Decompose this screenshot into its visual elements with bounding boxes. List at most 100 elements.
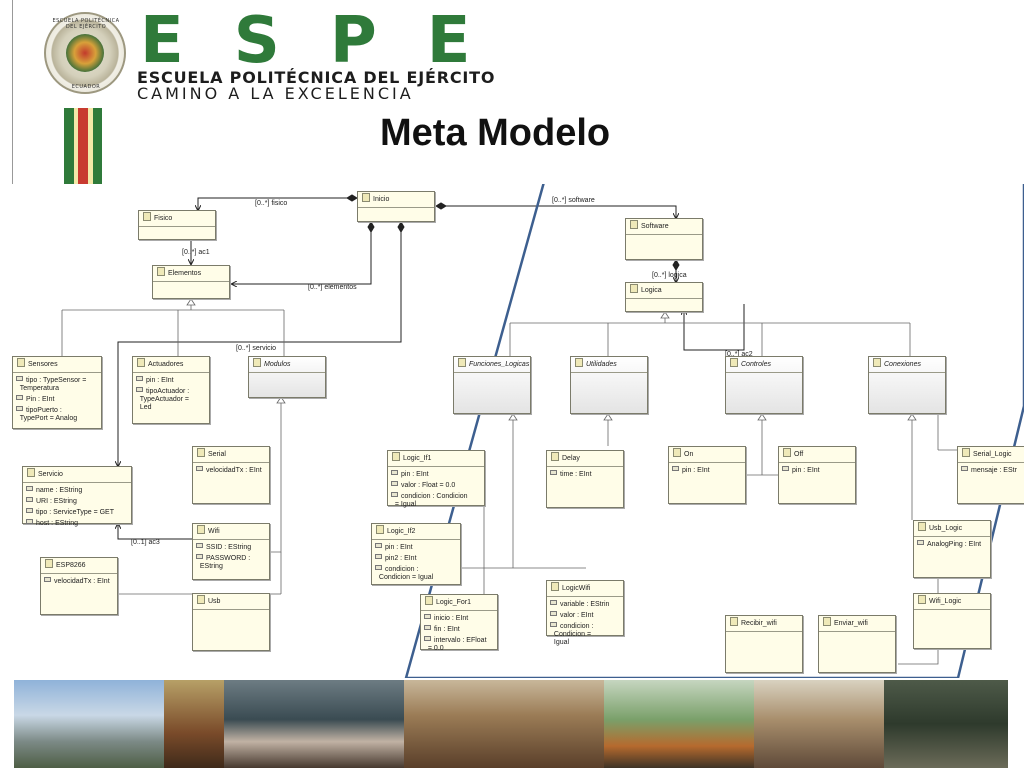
attribute-icon <box>136 376 143 381</box>
class-attribute: pin2 : EInt <box>372 553 460 564</box>
attribute-text: tipo : TypeSensor = Temperatura <box>19 377 87 392</box>
class-attributes: velocidadTx : EInt <box>41 574 117 587</box>
class-name: Logica <box>626 283 702 299</box>
attribute-icon <box>26 519 33 524</box>
class-funciones-logicas[interactable]: Funciones_Logicas <box>453 356 531 414</box>
class-serial[interactable]: Serial velocidadTx : EInt <box>192 446 270 504</box>
class-fisico[interactable]: Fisico <box>138 210 216 240</box>
class-attributes <box>869 373 945 375</box>
class-utilidades[interactable]: Utilidades <box>570 356 648 414</box>
class-attributes: AnalogPing : EInt <box>914 537 990 550</box>
class-name: Actuadores <box>133 357 209 373</box>
class-name-label: LogicWifi <box>562 585 591 592</box>
class-enviar-wifi[interactable]: Enviar_wifi <box>818 615 896 673</box>
class-attribute: velocidadTx : EInt <box>193 465 269 476</box>
class-name: Software <box>626 219 702 235</box>
class-logica[interactable]: Logica <box>625 282 703 312</box>
class-icon <box>45 559 53 568</box>
class-controles[interactable]: Controles <box>725 356 803 414</box>
campus-building-photo <box>14 680 164 768</box>
attribute-text: tipoPuerto : TypePort = Analog <box>19 407 78 422</box>
colonial-building-photo <box>754 680 884 768</box>
attribute-text: host : EString <box>36 520 79 527</box>
class-name-label: Software <box>641 223 669 230</box>
class-icon <box>783 448 791 457</box>
class-name: Servicio <box>23 467 131 483</box>
class-software[interactable]: Software <box>625 218 703 260</box>
class-attribute: mensaje : EStr <box>958 465 1024 476</box>
class-attributes <box>139 227 215 229</box>
class-wifi-logic[interactable]: Wifi_Logic <box>913 593 991 649</box>
attribute-icon <box>424 614 431 619</box>
attribute-text: pin : EInt <box>385 544 413 551</box>
class-name-label: Logica <box>641 287 662 294</box>
attribute-icon <box>550 600 557 605</box>
attribute-text: valor : Float = 0.0 <box>401 482 456 489</box>
class-name-label: On <box>684 451 694 458</box>
class-name-label: Enviar_wifi <box>834 620 868 627</box>
attribute-text: pin : EInt <box>792 467 820 474</box>
relation-lines <box>61 184 1024 678</box>
class-name: On <box>669 447 745 463</box>
class-icon <box>17 358 25 367</box>
attribute-icon <box>375 554 382 559</box>
attribute-icon <box>26 508 33 513</box>
field-work-photo <box>604 680 754 768</box>
class-icon <box>630 284 638 293</box>
class-attributes <box>193 610 269 612</box>
class-attribute: variable : EStrin <box>547 599 623 610</box>
class-attribute: AnalogPing : EInt <box>914 539 990 550</box>
class-icon <box>551 582 559 591</box>
class-name-label: Actuadores <box>148 361 184 368</box>
class-attributes <box>571 373 647 375</box>
classroom-photo <box>404 680 604 768</box>
attribute-icon <box>424 636 431 641</box>
class-attributes <box>726 373 802 375</box>
attribute-icon <box>44 577 51 582</box>
class-icon <box>630 220 638 229</box>
attribute-icon <box>391 492 398 497</box>
class-name: Utilidades <box>571 357 647 373</box>
class-name: Logic_If1 <box>388 451 484 467</box>
class-attributes: mensaje : EStr <box>958 463 1024 476</box>
attribute-icon <box>375 543 382 548</box>
attribute-icon <box>16 376 23 381</box>
class-name: Logic_For1 <box>421 595 497 611</box>
class-modulos[interactable]: Modulos <box>248 356 326 398</box>
class-attributes <box>626 235 702 237</box>
class-name: Usb <box>193 594 269 610</box>
class-elementos[interactable]: Elementos <box>152 265 230 299</box>
class-name-label: Wifi_Logic <box>929 598 962 605</box>
class-name: Modulos <box>249 357 325 373</box>
class-conexiones[interactable]: Conexiones <box>868 356 946 414</box>
class-name-label: Recibir_wifi <box>741 620 777 627</box>
class-icon <box>673 448 681 457</box>
class-name: Elementos <box>153 266 229 282</box>
class-name-label: Funciones_Logicas <box>469 361 530 368</box>
class-name-label: Logic_If1 <box>403 455 432 462</box>
class-name-label: Usb <box>208 598 221 605</box>
class-recibir-wifi[interactable]: Recibir_wifi <box>725 615 803 673</box>
class-name: Serial <box>193 447 269 463</box>
class-icon <box>27 468 35 477</box>
class-name-label: Logic_For1 <box>436 599 472 606</box>
class-usb[interactable]: Usb <box>192 593 270 651</box>
class-inicio[interactable]: Inicio <box>357 191 435 222</box>
